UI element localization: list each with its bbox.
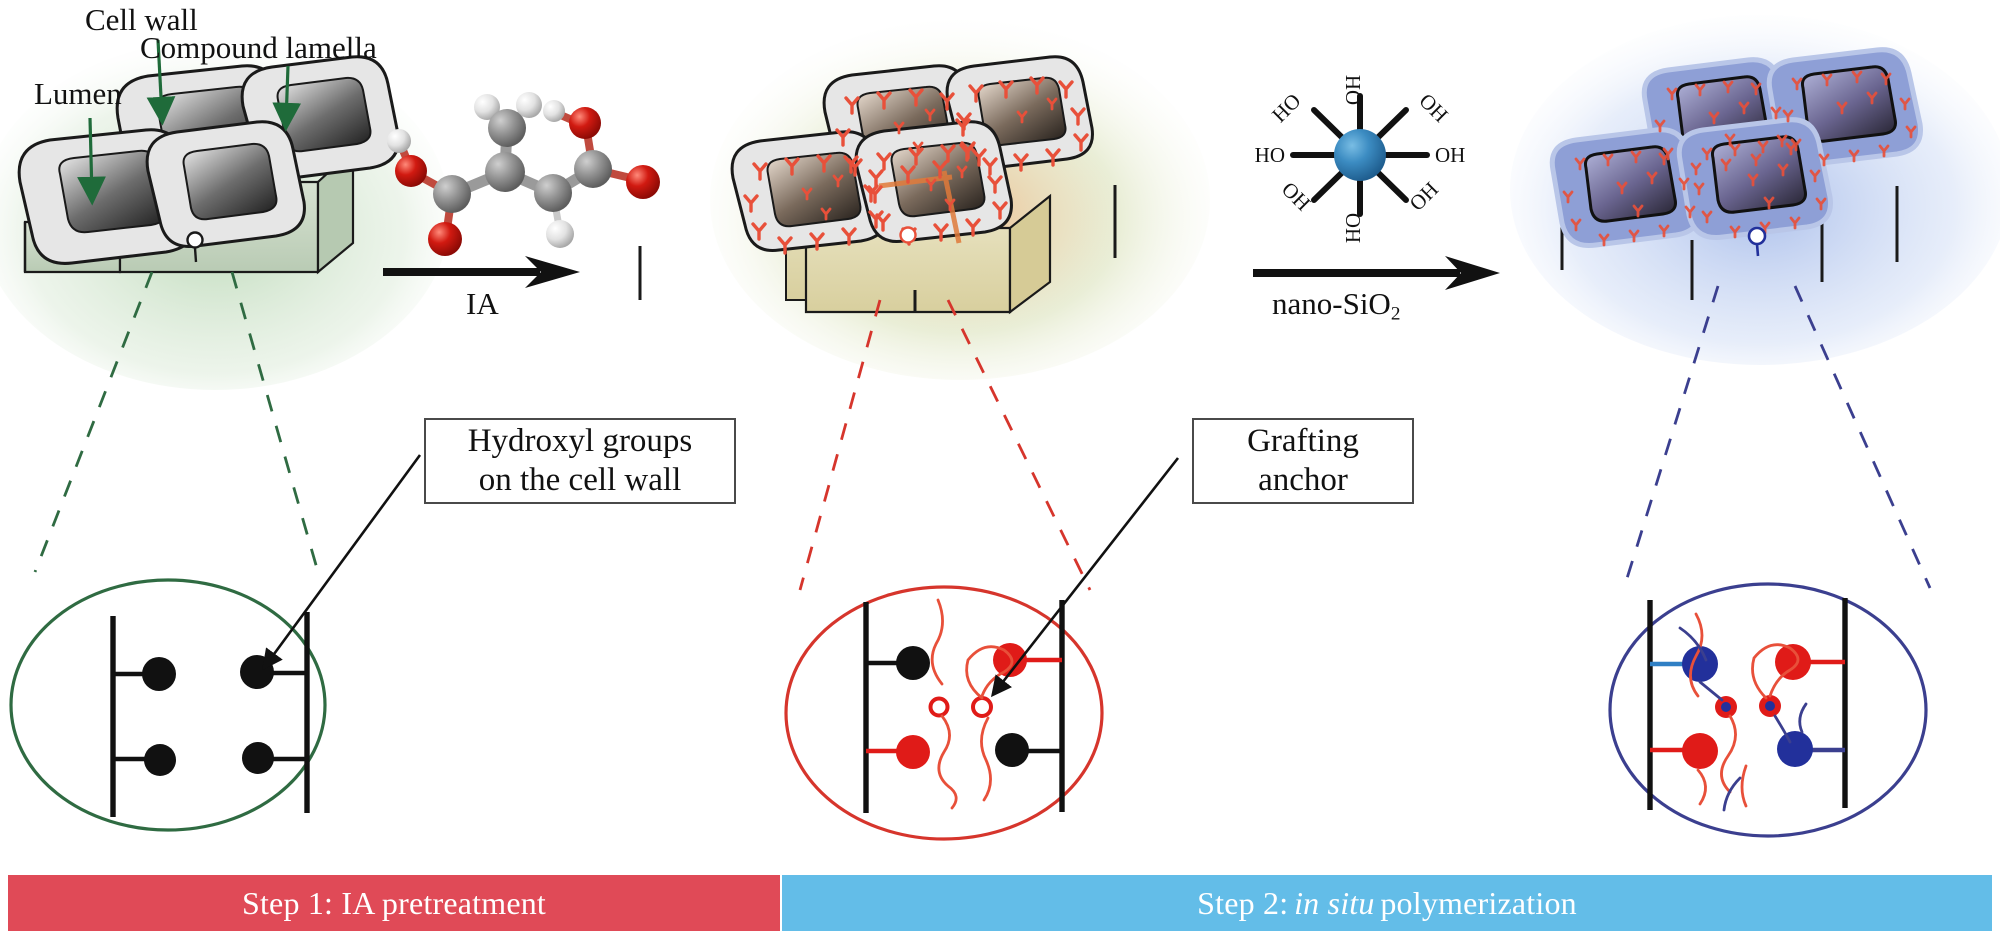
- reaction-arrow-silica: [1253, 256, 1500, 290]
- svg-text:OH: OH: [1435, 143, 1465, 167]
- graft-anchors-polymer: [1562, 70, 1917, 247]
- callout-hydroxyl-line1: Hydroxyl groups: [467, 423, 693, 460]
- label-lumen: Lumen: [34, 76, 122, 111]
- nano-silica-subscript: 2: [1390, 303, 1401, 325]
- detail-view-polymer: [1608, 582, 1928, 838]
- zoom-marker-untreated: [186, 231, 204, 263]
- detail-view-ia: [784, 457, 1180, 841]
- graft-anchors-ia: [743, 76, 1089, 255]
- label-compound-lamella: Compound lamella: [140, 30, 377, 65]
- svg-text:OH: OH: [1414, 89, 1452, 127]
- banner-step-2-prefix: Step 2:: [1197, 884, 1289, 921]
- zoom-marker-polymer: [1747, 226, 1767, 257]
- banner-step-2-italic: in situ: [1294, 884, 1375, 921]
- molecule-itaconic-acid: [387, 92, 660, 256]
- svg-text:HO: HO: [1267, 89, 1305, 127]
- banner-step-2-suffix: polymerization: [1380, 884, 1577, 921]
- reaction-label-nano-silica: nano-SiO2: [1272, 286, 1400, 325]
- zoom-cone-polymer: [1622, 285, 1932, 589]
- detail-view-untreated: [9, 454, 422, 832]
- zoom-cone-untreated: [33, 271, 320, 573]
- callout-grafting-line1: Grafting: [1247, 423, 1359, 460]
- callout-grafting-line2: anchor: [1258, 462, 1348, 498]
- callout-hydroxyl-groups: Hydroxyl groups on the cell wall: [424, 418, 736, 504]
- banner-step-1: Step 1: IA pretreatment: [8, 875, 780, 931]
- reaction-label-ia: IA: [466, 286, 499, 321]
- svg-text:HO: HO: [1341, 213, 1365, 243]
- svg-text:OH: OH: [1405, 177, 1443, 215]
- zoom-cone-ia: [798, 299, 1092, 591]
- svg-text:OH: OH: [1277, 177, 1315, 215]
- reaction-arrow-ia: [383, 256, 580, 288]
- nano-silica-text: nano-SiO: [1272, 286, 1391, 321]
- wood-block-ia-treated: [638, 55, 1117, 315]
- callout-grafting-anchor: Grafting anchor: [1192, 418, 1414, 504]
- wood-block-polymerized: [1549, 47, 1924, 300]
- label-cell-wall: Cell wall: [85, 2, 198, 37]
- callout-hydroxyl-line2: on the cell wall: [478, 462, 682, 498]
- wood-block-untreated: [17, 39, 400, 275]
- zoom-marker-ia: [899, 226, 917, 244]
- svg-text:HO: HO: [1255, 143, 1285, 167]
- svg-text:OH: OH: [1341, 75, 1365, 105]
- banner-step-1-text: Step 1: IA pretreatment: [241, 884, 547, 921]
- molecule-nano-silica: HO OH OH HO HO OH OH OH: [1255, 75, 1466, 243]
